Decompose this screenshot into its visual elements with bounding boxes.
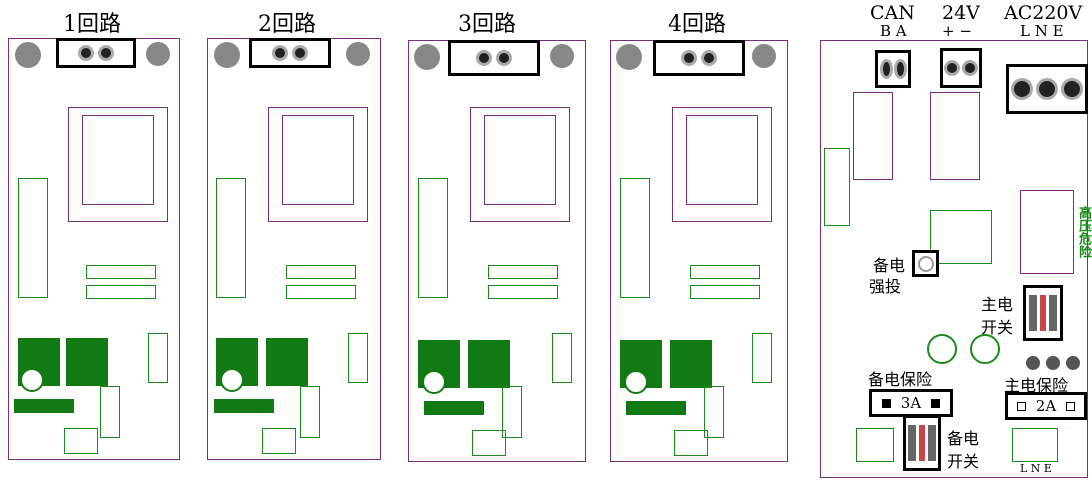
ac220-connector [1006, 64, 1088, 114]
ac220-title: AC220V [1004, 2, 1083, 24]
high-voltage-warning: 高压危险 [1076, 206, 1091, 258]
backup-force-label-1: 备电 [873, 252, 906, 276]
main-power-switch[interactable] [1023, 285, 1063, 341]
main-fuse: 2A [1005, 392, 1087, 420]
dc24-pin-labels: + − [942, 22, 972, 40]
board-title: 1回路 [63, 12, 121, 37]
can-pin-labels: B A [880, 22, 907, 40]
loop-connector [653, 40, 745, 76]
can-connector [875, 50, 911, 88]
board-title: 3回路 [458, 12, 516, 37]
ac220-pin-labels: L N E [1020, 22, 1064, 40]
loop-connector [249, 38, 331, 68]
loop-connector [448, 40, 540, 76]
backup-fuse: 3A [869, 389, 953, 417]
board-title: 2回路 [258, 12, 316, 37]
backup-fuse-label: 备电保险 [868, 366, 933, 390]
dc24-connector [940, 48, 982, 88]
backup-fuse-value: 3A [900, 394, 922, 412]
backup-force-button[interactable] [912, 250, 939, 277]
backup-switch-label-1: 备电 [947, 425, 980, 449]
dc24-title: 24V [942, 2, 980, 24]
backup-power-switch[interactable] [903, 415, 941, 471]
loop-connector [56, 38, 136, 68]
backup-switch-label-2: 开关 [947, 448, 980, 472]
can-title: CAN [870, 2, 915, 24]
backup-force-label-2: 强投 [869, 273, 902, 297]
board-title: 4回路 [668, 12, 726, 37]
bottom-pin-labels: L N E [1020, 462, 1052, 475]
main-fuse-value: 2A [1035, 397, 1057, 415]
main-switch-label-1: 主电 [981, 291, 1014, 315]
